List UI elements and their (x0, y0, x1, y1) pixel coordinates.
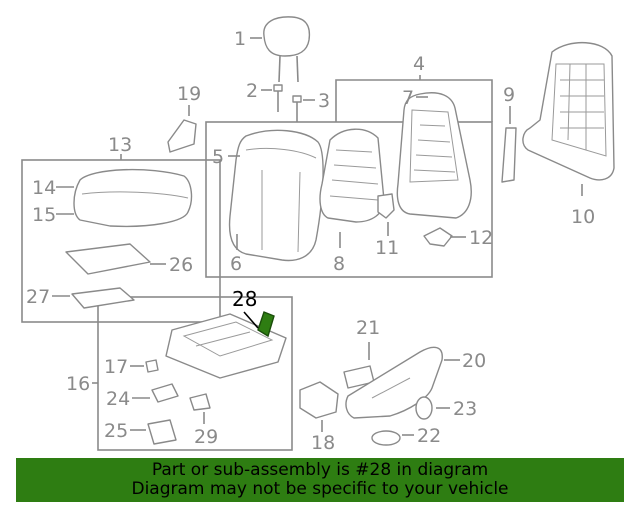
bracket-12-part[interactable] (423, 227, 453, 247)
seatback-cover-part[interactable] (522, 41, 615, 181)
callout-21: 21 (356, 317, 380, 339)
callout-25: 25 (104, 420, 128, 442)
trim-strip-part[interactable] (501, 127, 517, 183)
bracket-11-part[interactable] (377, 193, 395, 219)
callout-19: 19 (177, 83, 201, 105)
parts-diagram: 1 2 3 4 7 5 6 8 11 12 (21, 16, 615, 454)
seat-track-part[interactable] (165, 313, 287, 379)
callout-29: 29 (194, 426, 218, 448)
headrest-guide-2-part[interactable] (292, 95, 302, 122)
callout-22: 22 (417, 425, 441, 447)
headrest-guide-part[interactable] (273, 84, 283, 112)
callout-20: 20 (462, 350, 486, 372)
clip-17-part[interactable] (145, 359, 159, 373)
seat-cushion-part[interactable] (73, 168, 193, 228)
callout-1: 1 (234, 28, 246, 50)
callout-3: 3 (318, 90, 330, 112)
callout-23: 23 (453, 398, 477, 420)
knob-23-part[interactable] (415, 396, 433, 420)
callout-12: 12 (469, 227, 493, 249)
bracket-29-part[interactable] (189, 393, 211, 411)
seatback-pad-part[interactable] (228, 129, 324, 262)
callout-9: 9 (503, 84, 515, 106)
callout-8: 8 (333, 253, 345, 275)
banner-line-1: Part or sub-assembly is #28 in diagram (151, 460, 489, 480)
callout-27: 27 (26, 286, 50, 308)
callout-18: 18 (311, 432, 335, 454)
callout-13: 13 (108, 134, 132, 156)
banner-line-2: Diagram may not be specific to your vehi… (131, 479, 509, 499)
callout-16: 16 (66, 373, 90, 395)
callout-17: 17 (104, 356, 128, 378)
bracket-19-part[interactable] (167, 119, 197, 153)
callout-10: 10 (571, 206, 595, 228)
callout-24: 24 (106, 388, 130, 410)
callout-2: 2 (246, 80, 258, 102)
highlighted-part-28[interactable] (257, 311, 275, 338)
knob-22-part[interactable] (371, 430, 401, 446)
motor-25-part[interactable] (147, 419, 177, 445)
control-module-part[interactable] (299, 381, 339, 419)
cushion-pan-part[interactable] (65, 243, 151, 275)
callout-26: 26 (169, 254, 193, 276)
seatback-group-box (205, 121, 493, 278)
callout-11: 11 (375, 237, 399, 259)
callout-28: 28 (232, 287, 257, 311)
callout-4: 4 (413, 53, 425, 75)
callout-7: 7 (402, 87, 414, 109)
callout-15: 15 (32, 204, 56, 226)
cushion-plate-part[interactable] (71, 287, 135, 309)
motor-24-part[interactable] (151, 383, 179, 403)
back-panel-part[interactable] (319, 128, 385, 223)
seatback-frame-part[interactable] (396, 92, 472, 219)
callout-5: 5 (212, 146, 224, 168)
callout-6: 6 (230, 253, 242, 275)
callout-14: 14 (32, 177, 56, 199)
headrest-part[interactable] (263, 16, 311, 83)
info-banner: Part or sub-assembly is #28 in diagram D… (16, 458, 624, 502)
track-group-box (97, 296, 293, 451)
frame-group-box (335, 79, 493, 122)
